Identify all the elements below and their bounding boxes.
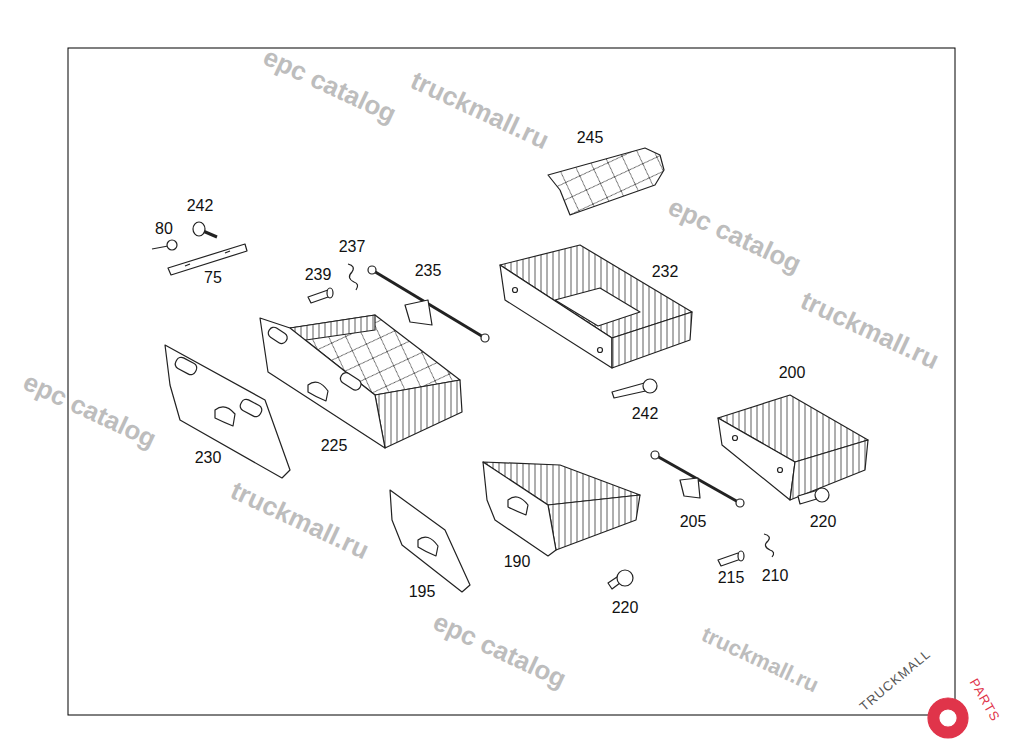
watermark: epc catalog	[430, 608, 571, 692]
callout-number: 220	[612, 600, 639, 616]
watermark: epc catalog	[260, 43, 401, 127]
callout-number: 195	[409, 584, 436, 600]
callout-number: 205	[680, 514, 707, 530]
callout-number: 242	[632, 406, 659, 422]
callout-number: 245	[577, 130, 604, 146]
watermark: truckmall.ru	[227, 477, 373, 563]
callout-number: 230	[195, 450, 222, 466]
callout-number: 80	[155, 221, 173, 237]
callout-number: 190	[504, 554, 531, 570]
watermark: truckmall.ru	[407, 67, 553, 153]
watermark: truckmall.ru	[797, 287, 943, 373]
callout-number: 215	[718, 570, 745, 586]
callout-number: 237	[339, 239, 366, 255]
frame	[68, 48, 955, 715]
parts	[152, 148, 968, 738]
logo-text: PARTS	[968, 676, 1003, 723]
callout-number: 239	[305, 267, 332, 283]
callout-number: 242	[187, 198, 214, 214]
callout-number: 232	[652, 264, 679, 280]
callout-number: 75	[204, 270, 222, 286]
callout-number: 200	[779, 365, 806, 381]
callout-number: 225	[321, 438, 348, 454]
callout-number: 235	[415, 263, 442, 279]
callout-number: 220	[810, 514, 837, 530]
callout-number: 210	[762, 568, 789, 584]
watermark: epc catalog	[665, 193, 806, 277]
watermark: truckmall.ru	[698, 623, 821, 696]
watermark: epc catalog	[20, 368, 161, 452]
logo-text: TRUCKMALL	[857, 647, 933, 713]
